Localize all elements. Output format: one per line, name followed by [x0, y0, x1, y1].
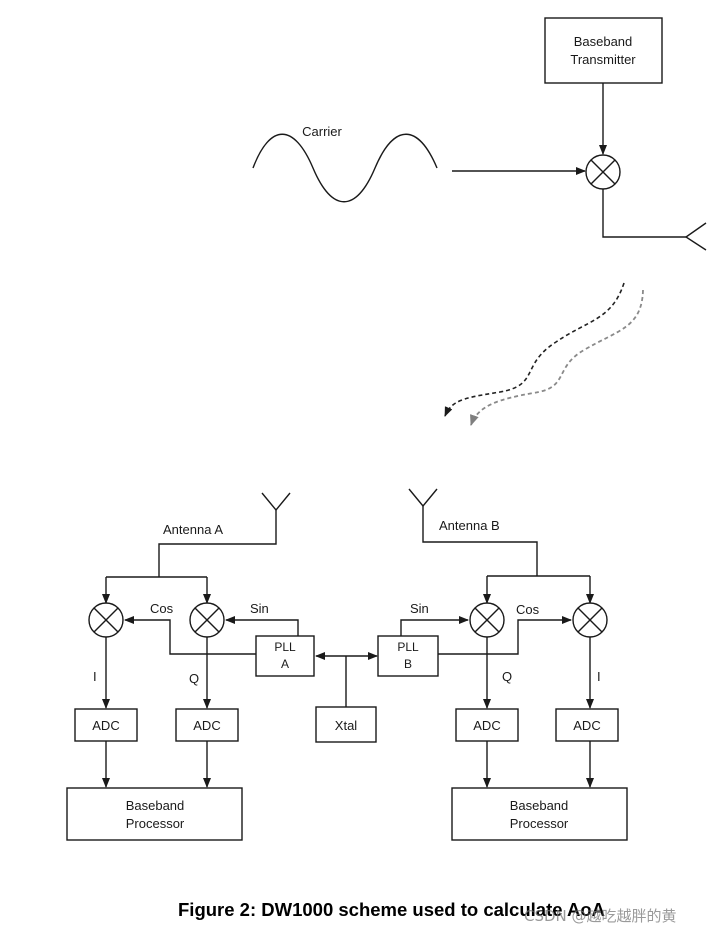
processor-b-label-line1: Baseband — [510, 798, 569, 813]
processor-a-box — [66, 787, 243, 841]
adc-a-q-label: ADC — [193, 718, 220, 733]
adc-b-q-box — [455, 708, 519, 742]
receiver-b-section: Antenna B PLL B Sin Cos Q I ADC ADC Base… — [377, 488, 628, 841]
antenna-b-icon — [408, 488, 438, 508]
antenna-b-feed-wire — [422, 506, 538, 576]
mixer-b-q-cross-b — [474, 607, 500, 633]
antenna-a-icon — [261, 492, 291, 512]
processor-b-box — [451, 787, 628, 841]
channel-b-q-label: Q — [502, 669, 512, 684]
xtal-box — [315, 706, 377, 743]
antenna-b-label: Antenna B — [439, 518, 500, 533]
baseband-transmitter-box — [544, 17, 663, 84]
processor-a-label-line1: Baseband — [126, 798, 185, 813]
pll-b-box — [377, 635, 439, 677]
adc-a-i-label: ADC — [92, 718, 119, 733]
propagation-path-direct — [444, 282, 625, 417]
channel-b-i-label: I — [597, 669, 601, 684]
pll-b-label-line2: B — [404, 657, 412, 671]
transmitter-section: Baseband Transmitter Carrier — [252, 17, 707, 251]
mixer-a-q-cross-b — [194, 607, 220, 633]
pll-a-label-line1: PLL — [274, 640, 296, 654]
processor-a-label-line2: Processor — [126, 816, 185, 831]
channel-a-i-label: I — [93, 669, 97, 684]
baseband-transmitter-label-line2: Transmitter — [570, 52, 636, 67]
pll-b-sin-label: Sin — [410, 601, 429, 616]
mixer-to-tx-antenna-wire — [602, 189, 686, 238]
transmitter-mixer-cross-b — [590, 159, 616, 185]
antenna-a-label: Antenna A — [163, 522, 223, 537]
watermark-text: CSDN @越吃越胖的黄 — [524, 907, 677, 925]
propagation-path-reflected — [470, 289, 644, 426]
figure-caption: Figure 2: DW1000 scheme used to calculat… — [178, 899, 605, 920]
pll-a-sin-label: Sin — [250, 601, 269, 616]
xtal-section: Xtal — [315, 652, 378, 743]
baseband-transmitter-label-line1: Baseband — [574, 34, 633, 49]
tx-antenna-icon — [684, 222, 707, 251]
channel-a-q-label: Q — [189, 671, 199, 686]
adc-b-i-label: ADC — [573, 718, 600, 733]
adc-a-q-box — [175, 708, 239, 742]
adc-b-q-label: ADC — [473, 718, 500, 733]
adc-a-i-box — [74, 708, 138, 742]
pll-b-cos-label: Cos — [516, 602, 540, 617]
pll-b-label-line1: PLL — [397, 640, 419, 654]
carrier-wave — [252, 133, 438, 203]
mixer-b-i-cross-b — [577, 607, 603, 633]
processor-b-label-line2: Processor — [510, 816, 569, 831]
pll-a-cos-label: Cos — [150, 601, 174, 616]
pll-b-sin-wire — [400, 616, 469, 636]
adc-b-i-box — [555, 708, 619, 742]
carrier-label: Carrier — [302, 124, 342, 139]
pll-a-cos-wire — [124, 616, 256, 655]
receiver-a-section: Antenna A PLL A Sin Cos I Q ADC ADC Base… — [66, 492, 315, 841]
mixer-a-i-cross-b — [93, 607, 119, 633]
pll-a-sin-wire — [225, 616, 299, 636]
xtal-label: Xtal — [335, 718, 358, 733]
antenna-a-feed-wire — [158, 510, 277, 577]
pll-a-box — [255, 635, 315, 677]
pll-b-cos-wire — [438, 616, 572, 655]
propagation-paths — [444, 282, 644, 426]
pll-a-label-line2: A — [281, 657, 289, 671]
